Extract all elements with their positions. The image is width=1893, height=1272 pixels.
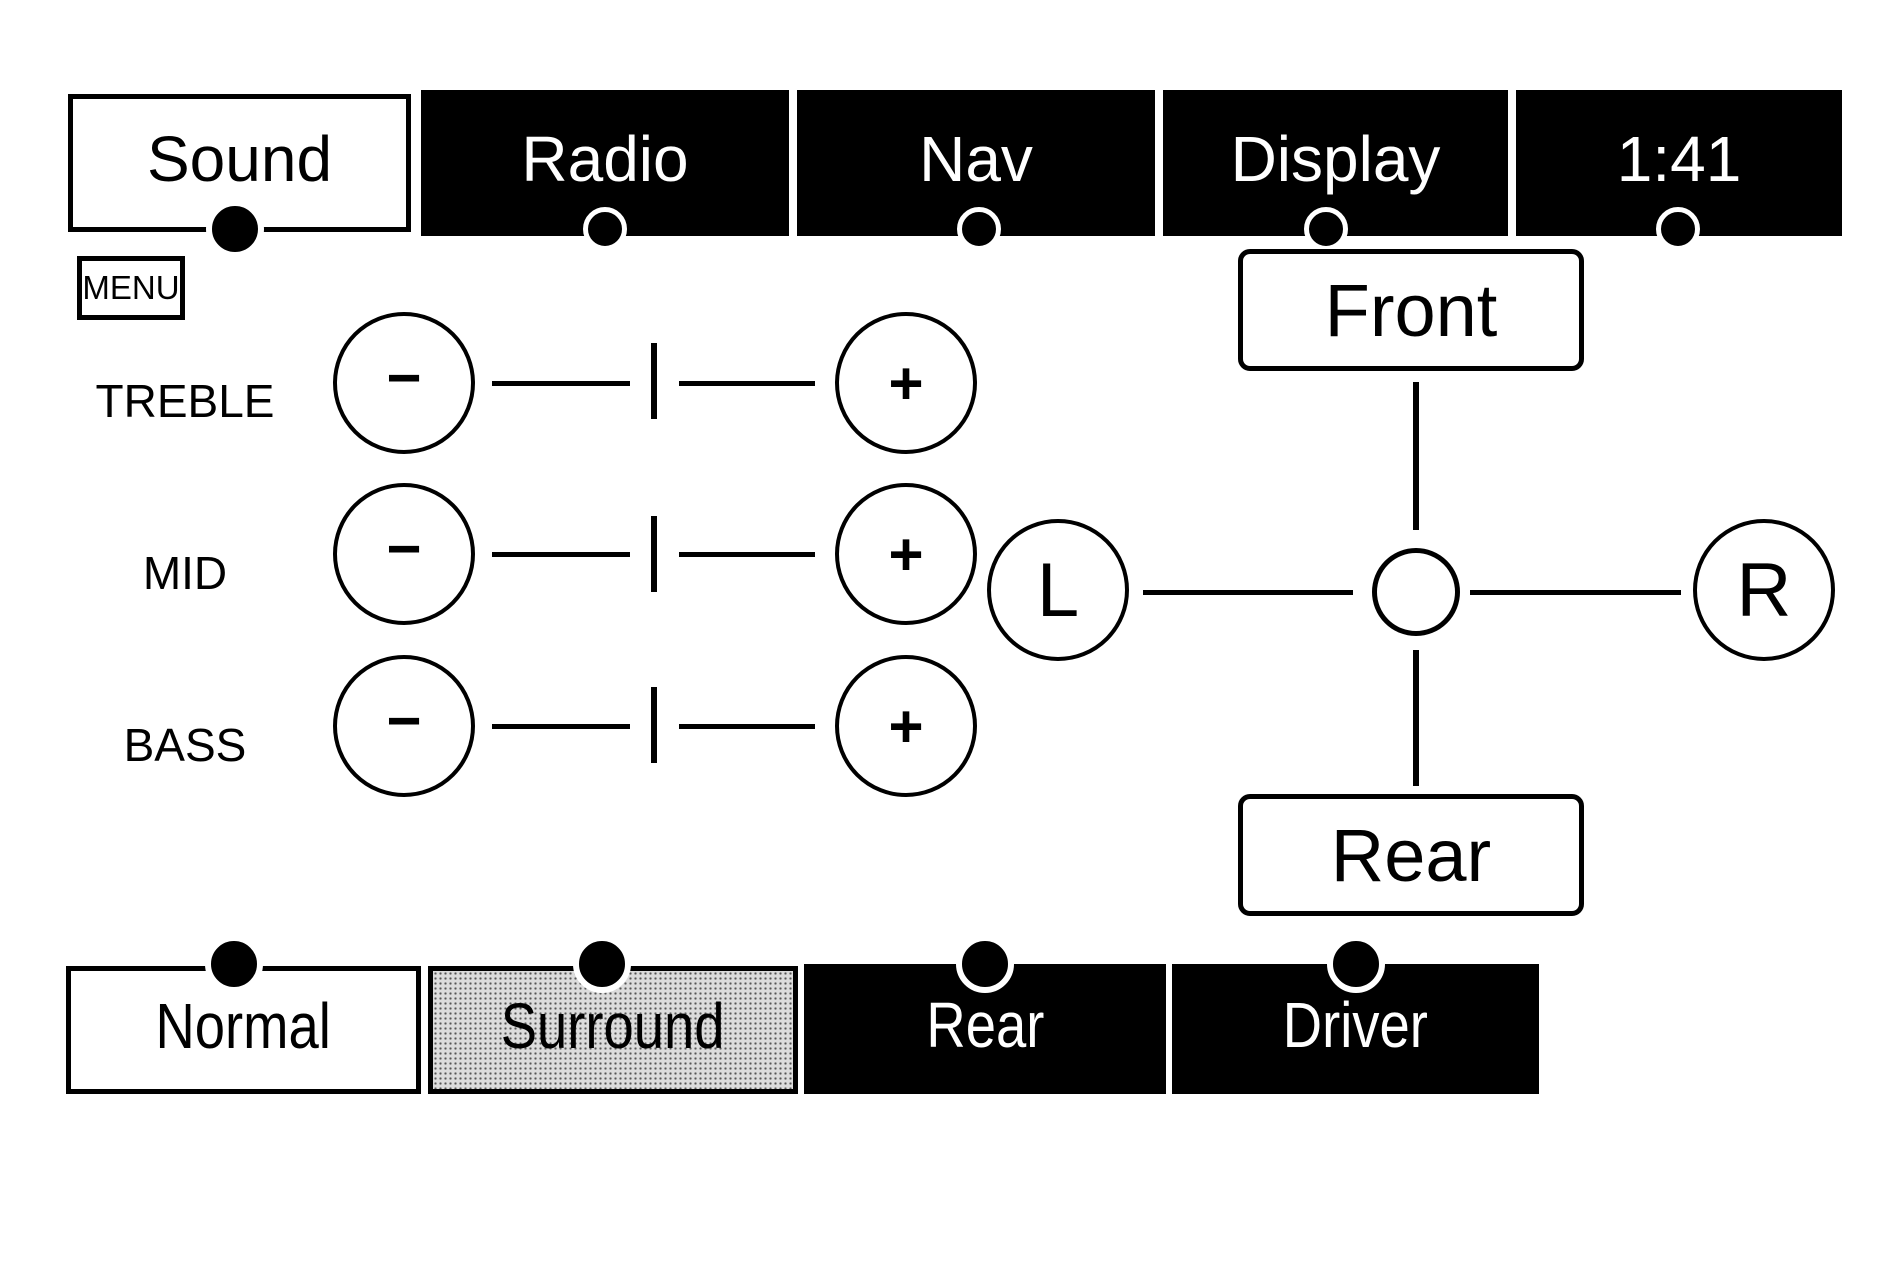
mid-slider-track-right [679, 552, 815, 557]
mid-slider-thumb[interactable] [651, 516, 657, 592]
plus-icon: + [888, 349, 924, 417]
treble-decrease-button[interactable]: − [333, 312, 475, 454]
balance-left-button[interactable]: L [987, 519, 1129, 661]
tab-clock-indicator [1656, 207, 1700, 251]
fade-track-bottom [1413, 650, 1419, 786]
tab-driver-label: Driver [1282, 989, 1429, 1061]
balance-track-left [1143, 590, 1353, 595]
mid-increase-button[interactable]: + [835, 483, 977, 625]
minus-icon: − [386, 514, 422, 582]
menu-button-label: MENU [82, 269, 180, 306]
tab-surround-indicator [573, 935, 631, 993]
fade-front-label: Front [1324, 268, 1498, 352]
clock-time: 1:41 [1616, 123, 1742, 195]
balance-track-right [1470, 590, 1681, 595]
fade-rear-label: Rear [1330, 813, 1492, 897]
tab-normal-label: Normal [155, 990, 332, 1062]
bass-slider-track-left [492, 724, 630, 729]
mid-decrease-button[interactable]: − [333, 483, 475, 625]
balance-fade-center-knob[interactable] [1372, 548, 1460, 636]
tab-nav[interactable]: Nav [797, 90, 1155, 236]
tab-nav-indicator [957, 207, 1001, 251]
tab-sound-indicator [206, 200, 264, 258]
treble-slider-track-right [679, 381, 815, 386]
menu-button[interactable]: MENU [77, 256, 185, 320]
tab-driver-indicator [1327, 935, 1385, 993]
tab-surround-label: Surround [501, 990, 725, 1062]
tab-display-indicator [1304, 207, 1348, 251]
fade-rear-button[interactable]: Rear [1238, 794, 1584, 916]
bass-decrease-button[interactable]: − [333, 655, 475, 797]
balance-right-button[interactable]: R [1693, 519, 1835, 661]
minus-icon: − [386, 686, 422, 754]
tab-sound-label: Sound [146, 123, 333, 195]
balance-left-label: L [1036, 547, 1080, 633]
mid-label: MID [142, 547, 228, 599]
tab-display-label: Display [1230, 123, 1441, 195]
treble-slider-thumb[interactable] [651, 343, 657, 419]
bass-increase-button[interactable]: + [835, 655, 977, 797]
mid-slider-track-left [492, 552, 630, 557]
tab-surround[interactable]: Surround [428, 966, 798, 1094]
tab-radio-indicator [583, 207, 627, 251]
fade-track-top [1413, 382, 1419, 530]
treble-slider-track-left [492, 381, 630, 386]
tab-normal-indicator [205, 935, 263, 993]
tab-radio-label: Radio [521, 123, 689, 195]
minus-icon: − [386, 343, 422, 411]
plus-icon: + [888, 692, 924, 760]
bass-label: BASS [123, 719, 247, 771]
plus-icon: + [888, 520, 924, 588]
tab-rear-label: Rear [926, 989, 1044, 1061]
tab-nav-label: Nav [919, 123, 1033, 195]
tab-rear-indicator [956, 935, 1014, 993]
treble-increase-button[interactable]: + [835, 312, 977, 454]
bass-slider-track-right [679, 724, 815, 729]
balance-right-label: R [1736, 547, 1792, 633]
treble-label: TREBLE [95, 375, 275, 427]
bass-slider-thumb[interactable] [651, 687, 657, 763]
fade-front-button[interactable]: Front [1238, 249, 1584, 371]
